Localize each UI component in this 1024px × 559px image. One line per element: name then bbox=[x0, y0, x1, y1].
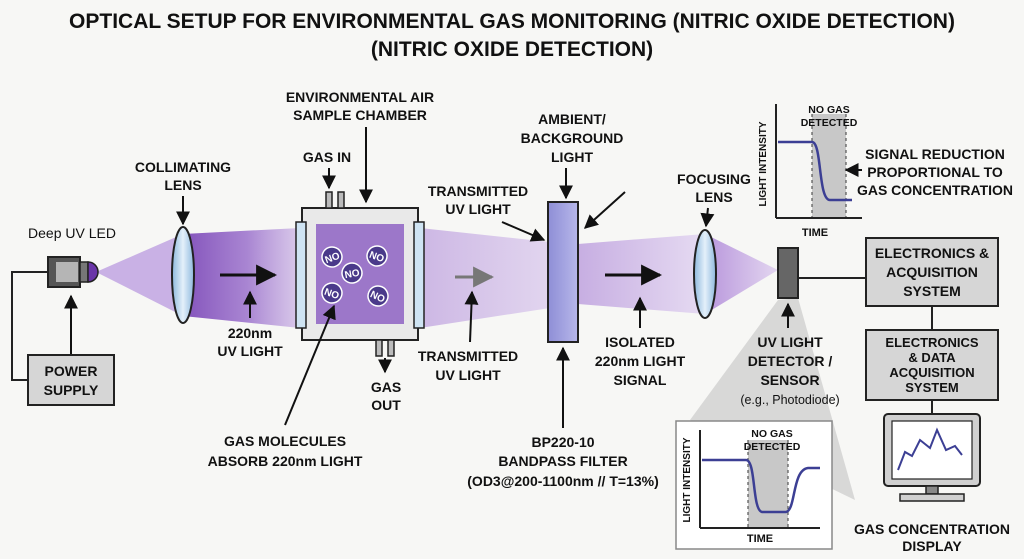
collimating-lens-label-2: LENS bbox=[164, 177, 201, 193]
diagram-title-line2: (NITRIC OXIDE DETECTION) bbox=[371, 38, 653, 61]
gas-out-label-2: OUT bbox=[371, 397, 401, 413]
electronics-data-label-1: ELECTRONICS bbox=[885, 335, 979, 350]
collimating-lens-label-1: COLLIMATING bbox=[135, 159, 231, 175]
signal-reduction-label-1: SIGNAL REDUCTION bbox=[865, 146, 1005, 162]
transmitted-lower-pointer bbox=[464, 290, 479, 343]
chamber-label-2: SAMPLE CHAMBER bbox=[293, 107, 427, 123]
led-label: Deep UV LED bbox=[28, 225, 116, 241]
no-molecule-label: NO bbox=[323, 287, 341, 303]
gas-molecules-label-1: GAS MOLECULES bbox=[224, 433, 346, 449]
transmitted-lower-label-2: UV LIGHT bbox=[435, 367, 501, 383]
detector-label-2: DETECTOR / bbox=[748, 353, 833, 369]
isolated-label-3: SIGNAL bbox=[614, 372, 667, 388]
chart-y-label: LIGHT INTENSITY bbox=[758, 121, 769, 206]
uv-light-label-2: UV LIGHT bbox=[217, 343, 283, 359]
detector-label-1: UV LIGHT bbox=[757, 334, 823, 350]
collimating-lens bbox=[171, 226, 195, 324]
isolated-label-2: 220nm LIGHT bbox=[595, 353, 686, 369]
gas-molecules-label-2: ABSORB 220nm LIGHT bbox=[208, 453, 363, 469]
chamber-label-1: ENVIRONMENTAL AIR bbox=[286, 89, 434, 105]
filter-label-1: BP220-10 bbox=[531, 434, 594, 450]
electronics-data-label-4: SYSTEM bbox=[905, 380, 958, 395]
isolated-label-1: ISOLATED bbox=[605, 334, 675, 350]
transmitted-upper-pointer bbox=[501, 221, 546, 242]
transmitted-lower-label-1: TRANSMITTED bbox=[418, 348, 518, 364]
filter-label-2: BANDPASS FILTER bbox=[498, 453, 627, 469]
electronics-data-label-2: & DATA bbox=[908, 350, 956, 365]
no-molecule: NO bbox=[341, 262, 363, 284]
inset-signal-line bbox=[702, 458, 820, 514]
inset-x-label: TIME bbox=[747, 533, 773, 545]
ambient-pointer-2 bbox=[583, 191, 626, 229]
transmitted-upper-label-1: TRANSMITTED bbox=[428, 183, 528, 199]
focusing-lens-pointer bbox=[700, 207, 715, 228]
electronics-acquisition-box: ELECTRONICS & ACQUISITION SYSTEM bbox=[865, 237, 999, 307]
electronics-data-label-3: ACQUISITION bbox=[889, 365, 974, 380]
monitor-icon bbox=[883, 413, 981, 502]
ambient-label-1: AMBIENT/ bbox=[538, 111, 606, 127]
focusing-lens-label-1: FOCUSING bbox=[677, 171, 751, 187]
signal-chart-inset: NO GAS DETECTED TIME LIGHT INTENSITY bbox=[675, 420, 833, 550]
no-molecule-label: NO bbox=[324, 251, 342, 267]
uv-beam bbox=[96, 228, 778, 328]
power-supply-label-2: SUPPLY bbox=[44, 382, 99, 398]
chart-annotation-2: DETECTED bbox=[801, 117, 858, 129]
diagram-title-line1: OPTICAL SETUP FOR ENVIRONMENTAL GAS MONI… bbox=[69, 10, 955, 33]
gas-out-label-1: GAS bbox=[371, 379, 401, 395]
inset-annotation-2: DETECTED bbox=[744, 441, 801, 453]
chart-signal-line bbox=[778, 140, 852, 202]
display-label-2: DISPLAY bbox=[902, 538, 962, 554]
uv-light-label-1: 220nm bbox=[228, 325, 272, 341]
focusing-lens-label-2: LENS bbox=[695, 189, 732, 205]
power-wire bbox=[11, 271, 48, 381]
electronics-acq-label-3: SYSTEM bbox=[903, 283, 961, 299]
inset-annotation-1: NO GAS bbox=[751, 428, 792, 440]
inset-y-label: LIGHT INTENSITY bbox=[682, 437, 693, 522]
power-supply-label-1: POWER bbox=[45, 363, 98, 379]
no-molecule: NO bbox=[366, 245, 388, 267]
no-molecule: NO bbox=[321, 246, 343, 268]
gas-molecules-pointer bbox=[284, 304, 336, 426]
gas-in-label: GAS IN bbox=[303, 149, 351, 165]
no-molecule-label: NO bbox=[344, 268, 361, 281]
no-molecule: NO bbox=[367, 285, 389, 307]
deep-uv-led bbox=[47, 256, 99, 288]
electronics-acq-label-2: ACQUISITION bbox=[886, 264, 978, 280]
transmitted-upper-label-2: UV LIGHT bbox=[445, 201, 511, 217]
filter-label-3: (OD3@200-1100nm // T=13%) bbox=[467, 473, 658, 489]
no-molecules: NO NO NO NO NO bbox=[321, 245, 389, 307]
signal-chart-small: NO GAS DETECTED TIME LIGHT INTENSITY bbox=[758, 104, 862, 239]
no-molecule: NO bbox=[321, 282, 343, 304]
focusing-lens bbox=[693, 229, 717, 319]
detector-label-4: (e.g., Photodiode) bbox=[740, 393, 839, 407]
no-molecule-label: NO bbox=[368, 250, 386, 266]
signal-reduction-label-3: GAS CONCENTRATION bbox=[857, 182, 1013, 198]
chart-annotation-1: NO GAS bbox=[808, 104, 849, 116]
display-label-1: GAS CONCENTRATION bbox=[854, 521, 1010, 537]
electronics-acq-label-1: ELECTRONICS & bbox=[875, 245, 989, 261]
detector-label-3: SENSOR bbox=[760, 372, 819, 388]
ambient-label-3: LIGHT bbox=[551, 149, 593, 165]
power-supply: POWER SUPPLY bbox=[27, 354, 115, 406]
ambient-label-2: BACKGROUND bbox=[521, 130, 624, 146]
chart-shaded-region bbox=[812, 114, 846, 218]
electronics-data-box: ELECTRONICS & DATA ACQUISITION SYSTEM bbox=[865, 329, 999, 401]
bandpass-filter bbox=[547, 201, 579, 343]
chart-x-label: TIME bbox=[802, 227, 828, 239]
signal-reduction-label-2: PROPORTIONAL TO bbox=[867, 164, 1003, 180]
uv-detector bbox=[777, 247, 799, 299]
